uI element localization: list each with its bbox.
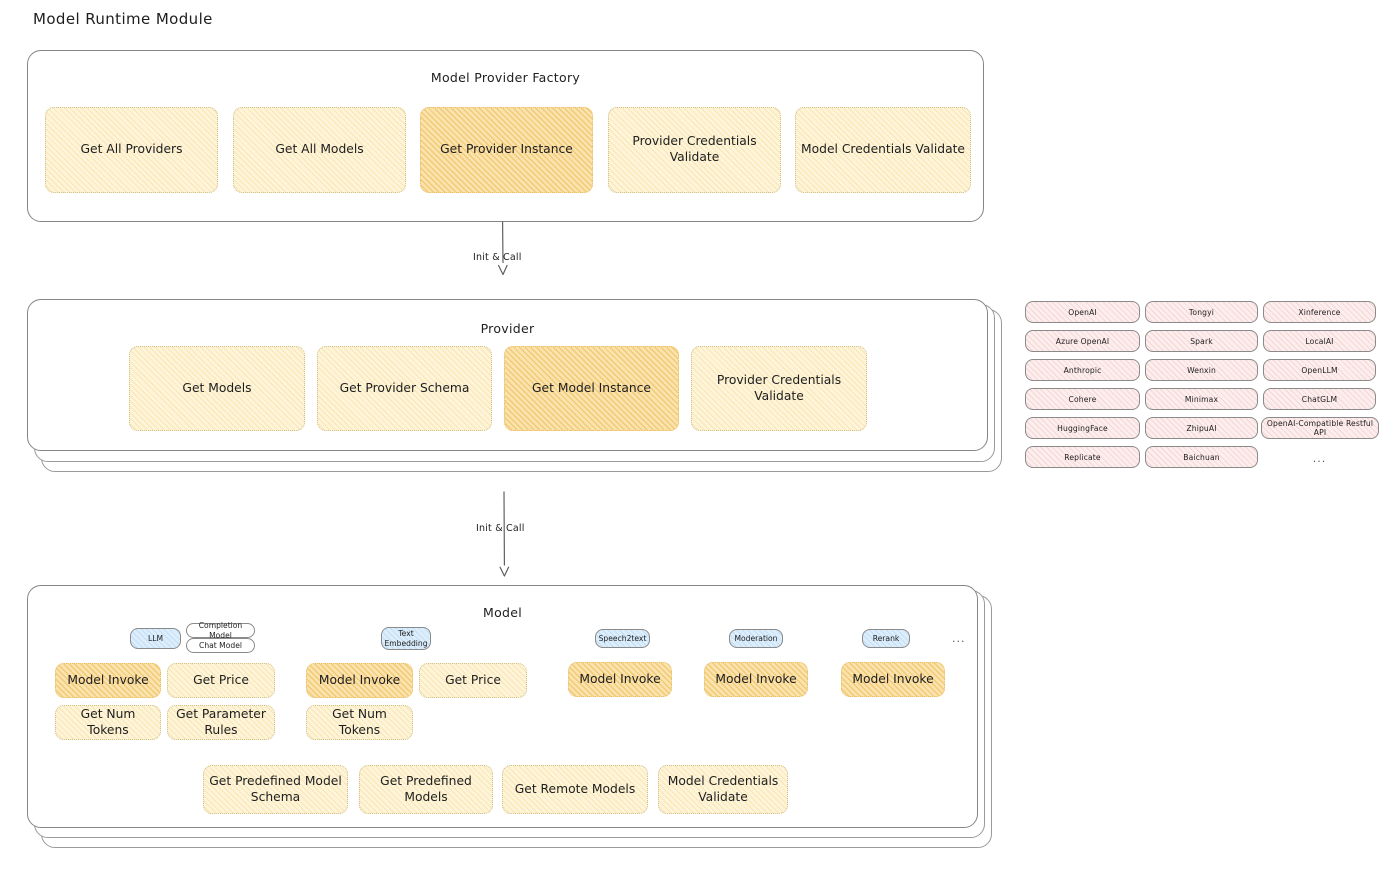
model-card-get-remote-models[interactable]: Get Remote Models <box>502 765 648 814</box>
provider-card-get-model-instance[interactable]: Get Model Instance <box>504 346 679 431</box>
model-types-more-ellipsis: ... <box>952 632 966 645</box>
provider-chip-localai[interactable]: LocalAI <box>1263 330 1376 352</box>
model-card-get-predefined-models[interactable]: Get Predefined Models <box>359 765 493 814</box>
model-provider-factory-title: Model Provider Factory <box>430 70 581 85</box>
model-badge-text-embedding[interactable]: Text Embedding <box>381 627 431 650</box>
factory-card-model-credentials-validate[interactable]: Model Credentials Validate <box>795 107 971 193</box>
model-card-text-embedding-model-invoke[interactable]: Model Invoke <box>306 663 413 698</box>
model-card-get-predefined-model-schema[interactable]: Get Predefined Model Schema <box>203 765 348 814</box>
provider-list-more-ellipsis: ... <box>1312 452 1327 465</box>
model-badge-completion-model[interactable]: Completion Model <box>186 621 255 640</box>
arrow-provider-to-model <box>499 491 510 577</box>
provider-card-get-provider-schema[interactable]: Get Provider Schema <box>317 346 492 431</box>
model-badge-moderation[interactable]: Moderation <box>729 629 783 648</box>
provider-chip-azure-openai[interactable]: Azure OpenAI <box>1025 330 1140 352</box>
provider-chip-openai[interactable]: OpenAI <box>1025 301 1140 323</box>
provider-chip-anthropic[interactable]: Anthropic <box>1025 359 1140 381</box>
provider-chip-xinference[interactable]: Xinference <box>1263 301 1376 323</box>
provider-chip-replicate[interactable]: Replicate <box>1025 446 1140 468</box>
provider-chip-minimax[interactable]: Minimax <box>1145 388 1258 410</box>
provider-chip-zhipuai[interactable]: ZhipuAI <box>1145 417 1258 439</box>
arrow-factory-to-provider-label: Init & Call <box>473 252 522 263</box>
arrow-factory-to-provider <box>498 221 508 276</box>
provider-chip-chatglm[interactable]: ChatGLM <box>1263 388 1376 410</box>
provider-chip-openai-compatible-restful-api[interactable]: OpenAI-Compatible Restful API <box>1261 417 1379 439</box>
arrow-provider-to-model-label: Init & Call <box>476 523 525 534</box>
model-badge-chat-model[interactable]: Chat Model <box>186 638 255 653</box>
provider-chip-baichuan[interactable]: Baichuan <box>1145 446 1258 468</box>
provider-card-get-models[interactable]: Get Models <box>129 346 305 431</box>
model-card-text-embedding-get-num-tokens[interactable]: Get Num Tokens <box>306 705 413 740</box>
provider-chip-openllm[interactable]: OpenLLM <box>1263 359 1376 381</box>
model-card-llm-model-invoke[interactable]: Model Invoke <box>55 663 161 698</box>
provider-chip-tongyi[interactable]: Tongyi <box>1145 301 1258 323</box>
provider-title: Provider <box>480 321 535 336</box>
factory-card-get-provider-instance[interactable]: Get Provider Instance <box>420 107 593 193</box>
model-badge-speech2text[interactable]: Speech2text <box>595 629 650 648</box>
provider-chip-wenxin[interactable]: Wenxin <box>1145 359 1258 381</box>
model-card-text-embedding-get-price[interactable]: Get Price <box>419 663 527 698</box>
provider-chip-cohere[interactable]: Cohere <box>1025 388 1140 410</box>
model-card-llm-get-price[interactable]: Get Price <box>167 663 275 698</box>
factory-card-provider-credentials-validate[interactable]: Provider Credentials Validate <box>608 107 781 193</box>
factory-card-get-all-providers[interactable]: Get All Providers <box>45 107 218 193</box>
model-badge-rerank[interactable]: Rerank <box>862 629 910 648</box>
model-card-model-credentials-validate[interactable]: Model Credentials Validate <box>658 765 788 814</box>
model-card-rerank-model-invoke[interactable]: Model Invoke <box>841 662 945 697</box>
page-title: Model Runtime Module <box>33 10 213 28</box>
model-badge-llm[interactable]: LLM <box>130 628 181 649</box>
model-card-llm-get-num-tokens[interactable]: Get Num Tokens <box>55 705 161 740</box>
model-card-speech2text-model-invoke[interactable]: Model Invoke <box>568 662 672 697</box>
model-card-llm-get-parameter-rules[interactable]: Get Parameter Rules <box>167 705 275 740</box>
factory-card-get-all-models[interactable]: Get All Models <box>233 107 406 193</box>
model-card-moderation-model-invoke[interactable]: Model Invoke <box>704 662 808 697</box>
model-title: Model <box>482 605 523 620</box>
provider-card-provider-credentials-validate[interactable]: Provider Credentials Validate <box>691 346 867 431</box>
provider-chip-spark[interactable]: Spark <box>1145 330 1258 352</box>
provider-chip-huggingface[interactable]: HuggingFace <box>1025 417 1140 439</box>
